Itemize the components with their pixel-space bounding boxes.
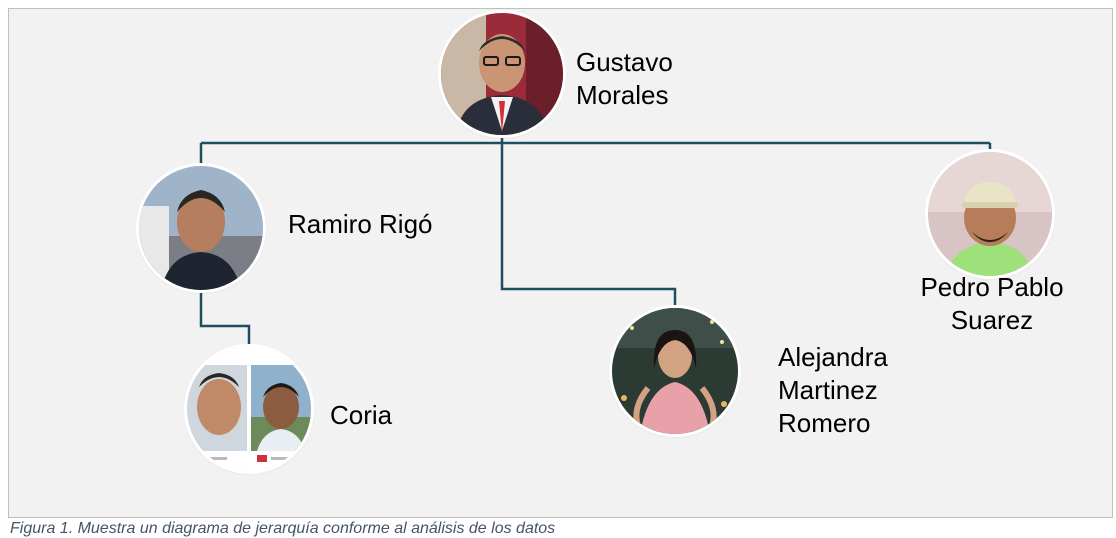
connector-to-alejandra — [500, 143, 677, 308]
label-pedro-pablo-suarez: Pedro Pablo Suarez — [920, 272, 1064, 335]
connector-to-coria — [199, 290, 251, 347]
label-gustavo-morales: Gustavo Morales — [576, 47, 673, 110]
label-alejandra-martinez-romero: Alejandra Martinez Romero — [778, 342, 888, 438]
avatar-pedro-pablo-suarez — [928, 152, 1052, 276]
label-ramiro-rigo: Ramiro Rigó — [288, 209, 433, 239]
label-coria: Coria — [330, 400, 393, 430]
figure-caption: Figura 1. Muestra un diagrama de jerarqu… — [10, 520, 556, 537]
avatar-ramiro-rigo — [139, 166, 263, 290]
avatar-gustavo-morales — [441, 13, 563, 135]
avatar-alejandra-martinez-romero — [612, 308, 738, 434]
avatar-coria — [187, 347, 311, 471]
